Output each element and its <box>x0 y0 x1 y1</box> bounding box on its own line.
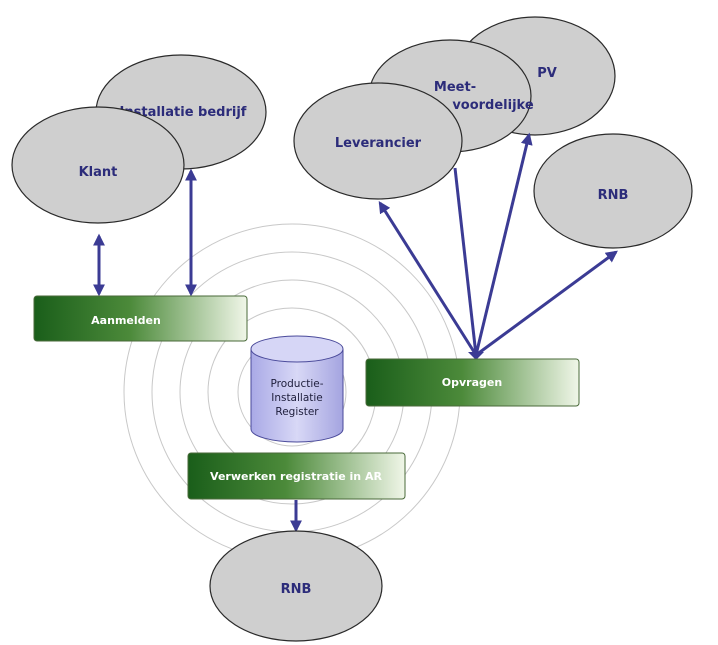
arrow-opvragen-leverancier <box>378 200 478 356</box>
node-rnb-bottom[interactable]: RNB <box>209 530 383 642</box>
rnb-bottom-label: RNB <box>281 582 312 597</box>
leverancier-label: Leverancier <box>335 136 422 151</box>
arrow-opvragen-rnb <box>475 250 618 357</box>
node-leverancier[interactable]: Leverancier <box>293 82 463 200</box>
pv-label: PV <box>537 66 557 81</box>
register-label-line3: Register <box>275 406 319 418</box>
arrows <box>93 132 618 533</box>
opvragen-label: Opvragen <box>442 376 502 389</box>
arrow-tip-opvragen <box>468 352 484 360</box>
process-aanmelden[interactable]: Aanmelden <box>33 295 248 342</box>
verwerken-label: Verwerken registratie in AR <box>210 470 382 483</box>
register-label-line1: Productie- <box>270 378 323 390</box>
aanmelden-label: Aanmelden <box>91 314 161 327</box>
arrow-opvragen-pv <box>474 132 533 356</box>
register-database-icon[interactable]: Productie- Installatie Register <box>250 335 344 443</box>
meetverantwoordelijke-label-line2: voordelijke <box>452 98 534 113</box>
node-rnb-top[interactable]: RNB <box>533 133 693 249</box>
register-label-line2: Installatie <box>271 392 323 404</box>
installatie-bedrijf-label: Installatie bedrijf <box>120 105 247 120</box>
klant-label: Klant <box>79 165 118 180</box>
process-verwerken[interactable]: Verwerken registratie in AR <box>187 452 406 500</box>
rnb-top-label: RNB <box>598 188 629 203</box>
line-opvragen-meetverantwoordelijke <box>453 167 478 356</box>
process-opvragen[interactable]: Opvragen <box>365 358 580 407</box>
meetverantwoordelijke-label-line1: Meet- <box>434 80 476 95</box>
node-klant[interactable]: Klant <box>11 106 185 224</box>
